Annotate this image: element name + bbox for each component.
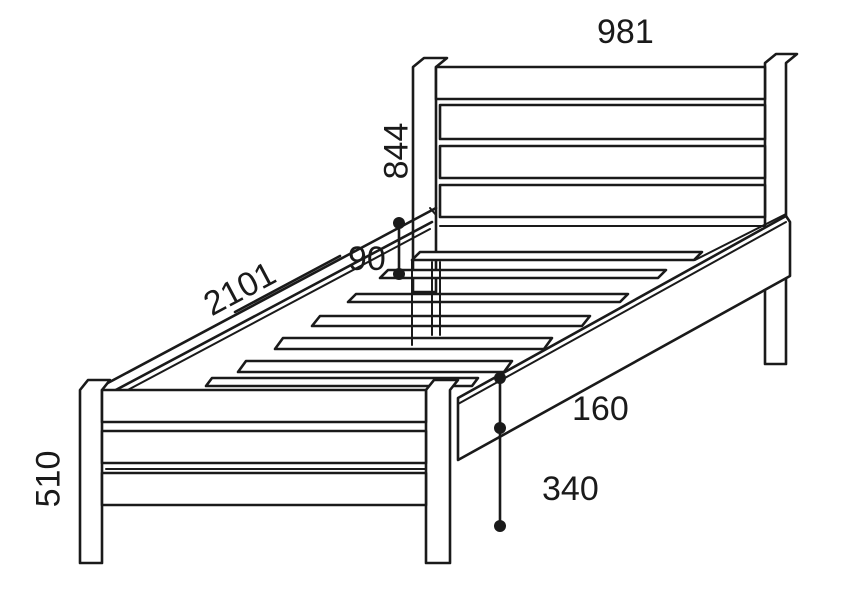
dimension-foot-height: 510 — [29, 451, 67, 508]
slats — [204, 250, 704, 388]
slat-3 — [346, 292, 630, 304]
headboard — [411, 52, 799, 294]
left-rail-top-edge — [102, 206, 438, 387]
slat-gap-marker-bottom — [393, 268, 405, 280]
dimension-markers — [393, 217, 506, 532]
footboard-right-post — [424, 378, 460, 565]
footboard-plank-1 — [100, 388, 428, 424]
slat-6 — [236, 359, 514, 374]
dimension-rail-height: 160 — [572, 390, 629, 428]
headboard-plank-1 — [434, 65, 767, 101]
dimension-headboard-height: 844 — [377, 123, 415, 180]
floor-marker — [494, 520, 506, 532]
right-rail-back-top — [694, 213, 787, 261]
slat-4 — [310, 314, 592, 328]
slat-1 — [410, 250, 704, 262]
dimension-clearance: 340 — [542, 470, 599, 508]
slat-gap-marker-top — [393, 217, 405, 229]
length-dimension-line — [233, 254, 342, 314]
headboard-plank-2 — [438, 103, 767, 141]
right-rail-top-edge — [457, 221, 787, 405]
footboard-plank-3 — [100, 471, 428, 507]
headboard-right-post — [763, 52, 799, 242]
left-rail-end — [429, 207, 437, 216]
slat-7 — [204, 376, 480, 388]
left-rail-inner-edge-2 — [123, 228, 431, 393]
left-side-rail — [102, 206, 438, 394]
dimension-width: 981 — [597, 13, 654, 51]
headboard-plank-4 — [438, 183, 767, 219]
slat-5 — [273, 336, 554, 351]
right-side-rail — [456, 214, 792, 462]
footboard — [78, 378, 460, 565]
rail-top-marker — [494, 372, 506, 384]
left-rail-inner-edge — [110, 220, 434, 394]
rail-bottom-marker — [494, 422, 506, 434]
slat-2 — [378, 268, 668, 280]
footboard-plank-2 — [100, 429, 428, 465]
headboard-plank-3 — [438, 144, 767, 180]
dimension-slat-gap: 90 — [348, 240, 386, 278]
